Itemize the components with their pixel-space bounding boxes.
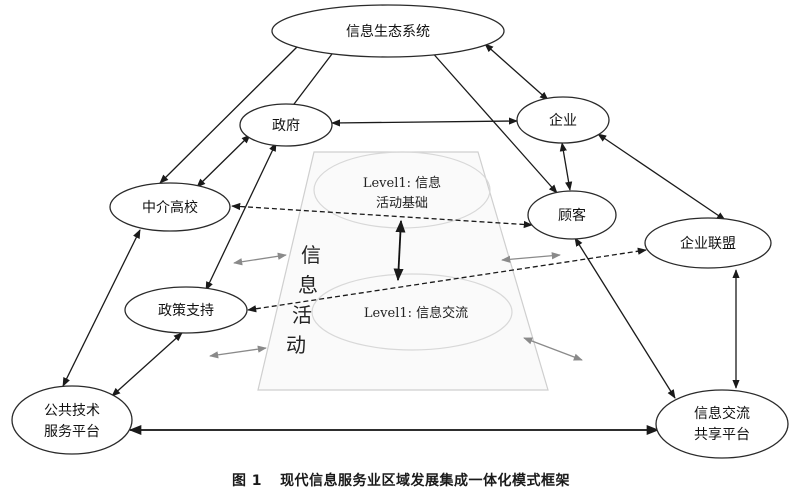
edge-policy-alliance-dashed — [247, 247, 647, 313]
node-ecosystem-label: 信息生态系统 — [346, 23, 430, 40]
node-sharing-platform-label-2: 共享平台 — [694, 426, 750, 443]
node-sharing-platform-label-1: 信息交流 — [694, 405, 750, 422]
figure-caption: 图 1 现代信息服务业区域发展集成一体化模式框架 — [0, 470, 802, 490]
vertical-char-2: 息 — [298, 273, 318, 297]
node-customer-label: 顾客 — [558, 207, 586, 224]
node-policy-label: 政策支持 — [158, 302, 214, 319]
edge-intermediary-public-platform — [62, 229, 141, 387]
level-basis-label-1: Level1: 信息 — [363, 175, 441, 191]
gray-arrow-left-lower — [209, 345, 267, 359]
level-exchange-label: Level1: 信息交流 — [364, 305, 468, 321]
node-enterprise-label: 企业 — [549, 112, 577, 129]
node-government: 政府 — [239, 103, 333, 147]
edge-customer-sharing-platform — [574, 237, 676, 399]
gray-arrow-right-lower — [523, 337, 583, 361]
gray-arrow-left-upper — [233, 252, 287, 266]
node-ecosystem: 信息生态系统 — [271, 4, 505, 58]
figure-number: 图 1 — [231, 473, 263, 489]
node-sharing-platform: 信息交流 共享平台 — [655, 389, 789, 459]
edge-government-intermediary — [196, 134, 251, 188]
edge-enterprise-customer — [559, 142, 573, 191]
vertical-activity-label: 信 息 活 动 — [286, 243, 321, 357]
vertical-char-4: 动 — [286, 333, 306, 357]
vertical-char-1: 信 — [301, 243, 321, 267]
level-basis-label-2: 活动基础 — [376, 196, 428, 211]
edge-government-enterprise — [331, 117, 518, 127]
node-intermediary-label: 中介高校 — [142, 199, 198, 216]
edge-enterprise-alliance — [597, 133, 726, 221]
node-policy: 政策支持 — [124, 286, 248, 334]
node-public-platform-label-2: 服务平台 — [44, 424, 100, 440]
edge-policy-public-platform — [111, 332, 183, 397]
edge-ecosystem-enterprise — [484, 43, 549, 101]
figure-title: 现代信息服务业区域发展集成一体化模式框架 — [280, 473, 571, 489]
node-alliance: 企业联盟 — [644, 217, 772, 269]
node-enterprise: 企业 — [516, 96, 610, 144]
node-public-platform: 公共技术 服务平台 — [11, 385, 133, 455]
edge-level-basis-exchange — [393, 219, 406, 282]
edge-ecosystem-intermediary — [159, 43, 301, 184]
node-public-platform-label-1: 公共技术 — [44, 403, 100, 419]
edge-intermediary-customer-dashed — [231, 202, 533, 229]
edge-ecosystem-government — [287, 49, 336, 113]
vertical-char-3: 活 — [292, 303, 312, 327]
node-intermediary: 中介高校 — [109, 182, 231, 232]
node-customer: 顾客 — [527, 190, 617, 240]
node-government-label: 政府 — [272, 118, 300, 134]
gray-arrow-right-upper — [501, 252, 561, 263]
node-alliance-label: 企业联盟 — [680, 235, 736, 252]
